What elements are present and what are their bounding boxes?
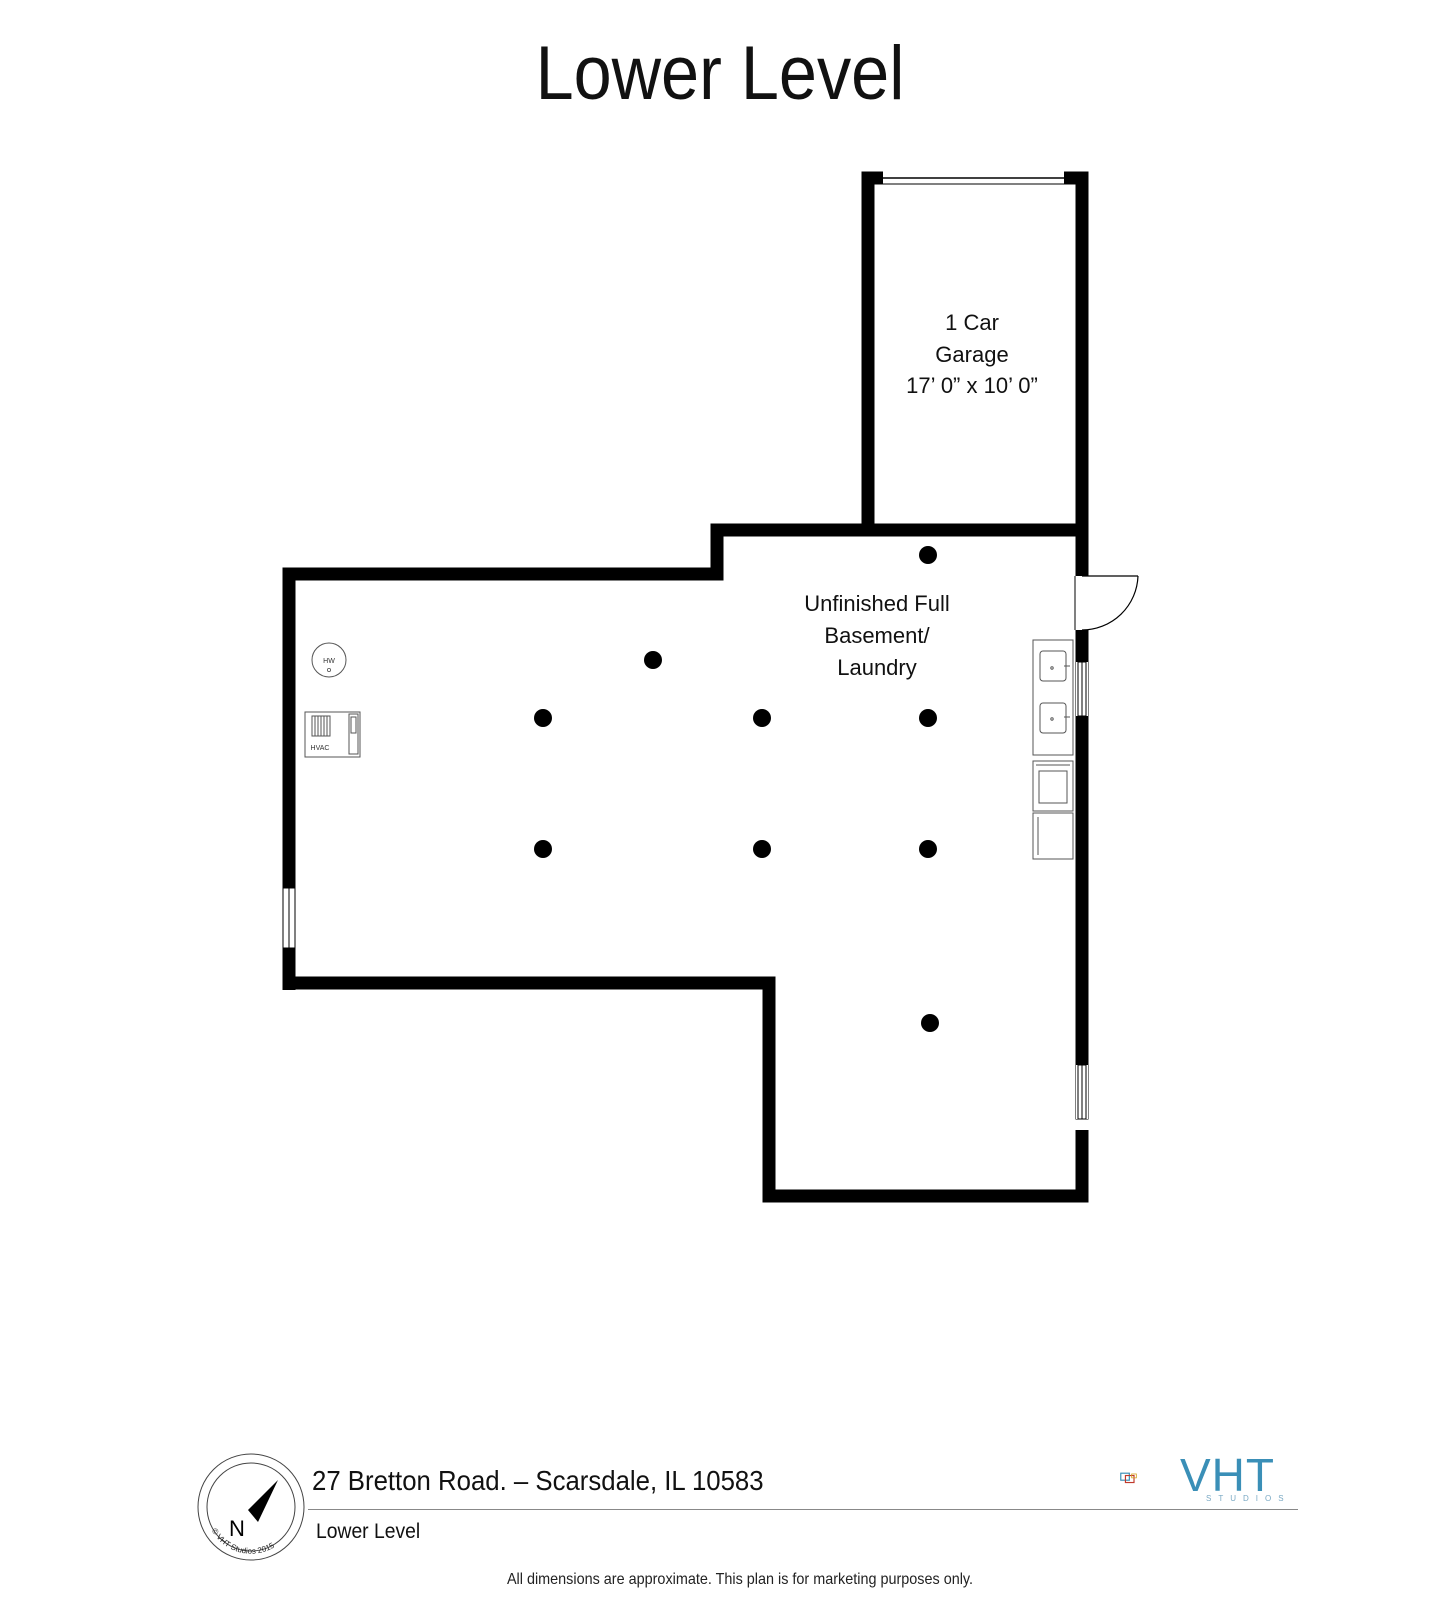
column (534, 840, 552, 858)
footer-address: 27 Bretton Road. – Scarsdale, IL 10583 (312, 1465, 764, 1496)
compass-icon: N © VHT Studios 2015 (197, 1453, 305, 1561)
svg-text:Laundry: Laundry (837, 655, 917, 680)
footer-divider (308, 1509, 1298, 1510)
column (753, 709, 771, 727)
svg-text:Basement/: Basement/ (824, 623, 930, 648)
washer (1032, 760, 1074, 812)
svg-text:Garage: Garage (935, 342, 1008, 367)
footer-level: Lower Level (316, 1520, 421, 1543)
window-left (282, 887, 296, 949)
column (921, 1014, 939, 1032)
column (644, 651, 662, 669)
column (919, 840, 937, 858)
column (919, 546, 937, 564)
svg-text:1 Car: 1 Car (945, 310, 999, 335)
column (534, 709, 552, 727)
dryer (1032, 812, 1074, 860)
svg-text:HW: HW (323, 658, 335, 665)
logo-name: VHT (1180, 1449, 1275, 1501)
disclaimer: All dimensions are approximate. This pla… (506, 1571, 974, 1588)
basement-label: Unfinished Full Basement/ Laundry (804, 591, 950, 680)
laundry-sinks (1032, 639, 1074, 756)
garage-walls (861, 171, 1089, 530)
vht-logo-icon (1120, 1472, 1137, 1484)
svg-text:N: N (229, 1516, 245, 1541)
column (753, 840, 771, 858)
logo-subtitle: STUDIOS (1206, 1494, 1291, 1503)
hvac-unit: HVAC (304, 711, 361, 758)
svg-text:17’ 0” x 10’ 0”: 17’ 0” x 10’ 0” (906, 373, 1038, 398)
support-columns (534, 546, 939, 1032)
door-right (1074, 575, 1139, 631)
garage-label: 1 Car Garage 17’ 0” x 10’ 0” (906, 310, 1038, 398)
page-title: Lower Level (535, 31, 905, 116)
basement-walls (282, 523, 1089, 1203)
column (919, 709, 937, 727)
svg-text:HVAC: HVAC (311, 745, 330, 752)
svg-text:Unfinished Full: Unfinished Full (804, 591, 950, 616)
water-heater: HW (311, 642, 347, 678)
